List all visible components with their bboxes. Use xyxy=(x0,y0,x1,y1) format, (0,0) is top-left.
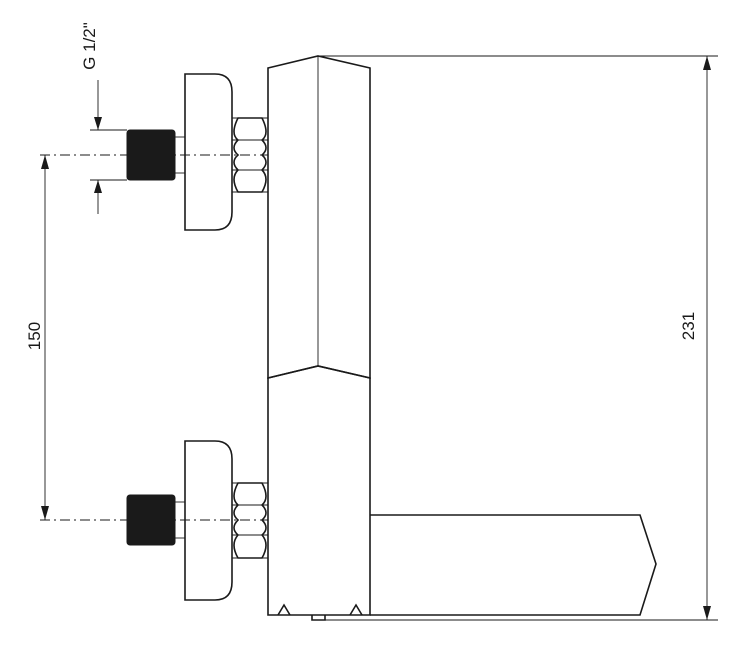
valve-body xyxy=(267,55,371,621)
upper-inlet-connection xyxy=(126,73,268,231)
thread-size-label: G 1/2" xyxy=(80,22,99,70)
lower-hex-nut xyxy=(233,482,267,559)
overall-height-label: 231 xyxy=(679,312,698,340)
upper-wall-flange xyxy=(184,73,233,231)
overall-height-dimension: 231 xyxy=(318,55,718,621)
thread-size-dimension: G 1/2" xyxy=(80,22,127,214)
lower-wall-flange xyxy=(184,440,233,601)
body-bottom-cap xyxy=(277,603,363,621)
spacing-dimension: 150 xyxy=(25,155,49,520)
spout xyxy=(370,514,657,616)
lower-inlet-connection xyxy=(126,440,268,601)
upper-body-block xyxy=(267,55,371,380)
upper-hex-nut xyxy=(233,117,267,193)
lower-body-block xyxy=(267,365,371,616)
spacing-label: 150 xyxy=(25,322,44,350)
